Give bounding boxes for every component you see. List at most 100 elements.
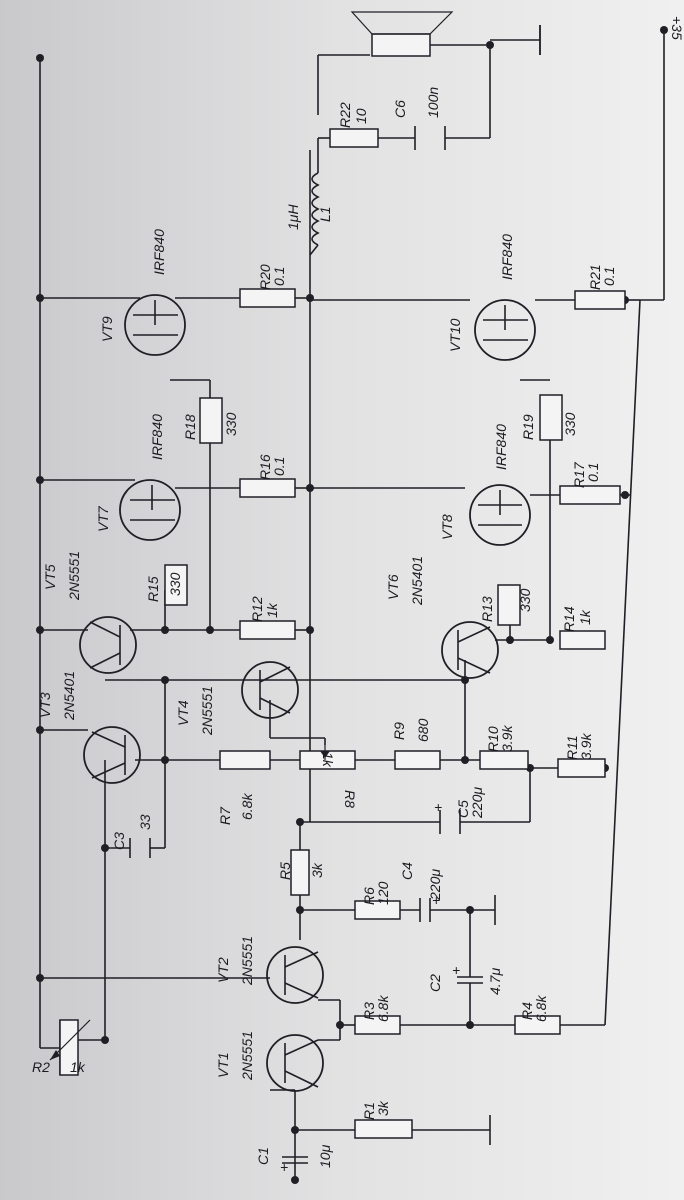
vt6-type: 2N5401 <box>409 556 425 606</box>
r11-value: 3.9k <box>578 733 594 760</box>
r21-value: 0.1 <box>601 267 617 286</box>
r17-ref: R17 <box>571 461 587 488</box>
capacitor-C3 <box>129 838 151 858</box>
c2-value: 4.7μ <box>487 968 503 995</box>
resistor-R18 <box>199 397 223 444</box>
vt5-type: 2N5551 <box>66 551 82 601</box>
r11-ref: R11 <box>564 735 580 760</box>
r13-ref: R13 <box>479 596 495 622</box>
c5-plus: + <box>434 799 442 815</box>
r14-value: 1k <box>577 609 593 625</box>
vt8-type: IRF840 <box>493 424 509 470</box>
r2-ref: R2 <box>32 1059 50 1075</box>
capacitor-C5 <box>439 810 461 834</box>
r22-value: 10 <box>353 108 369 124</box>
resistor-R4 <box>514 1015 561 1035</box>
vt3-type: 2N5401 <box>61 671 77 721</box>
c5-ref: C5 <box>455 800 471 818</box>
transistor-VT7 <box>119 479 181 541</box>
vt2-ref: VT2 <box>215 957 231 983</box>
c5-value: 220μ <box>469 787 485 819</box>
c2-ref: C2 <box>427 974 443 992</box>
vt4-type: 2N5551 <box>199 686 215 736</box>
transistor-VT3 <box>83 726 141 784</box>
c1-ref: C1 <box>255 1147 271 1165</box>
r9-value: 680 <box>415 718 431 742</box>
r13-value: 330 <box>517 588 533 612</box>
resistor-R17 <box>559 485 621 505</box>
transistor-VT9 <box>124 294 186 356</box>
c4-ref: C4 <box>399 862 415 880</box>
c6-value: 100n <box>425 87 441 118</box>
r2-value: 1k <box>70 1059 86 1075</box>
transistor-VT2 <box>266 946 324 1004</box>
r4-ref: R4 <box>519 1002 535 1020</box>
resistor-R9 <box>394 750 441 770</box>
r6-value: 120 <box>375 881 391 905</box>
l1-value: 1μH <box>285 204 301 230</box>
c1-plus: + <box>280 1159 288 1175</box>
vt7-type: IRF840 <box>149 414 165 460</box>
transistor-VT6 <box>441 621 499 679</box>
vt3-ref: VT3 <box>37 692 53 718</box>
capacitor-C2 <box>457 960 483 1000</box>
vt9-type: IRF840 <box>151 229 167 275</box>
r18-value: 330 <box>223 412 239 436</box>
resistor-R6 <box>354 900 401 920</box>
c4-value: 220μ <box>427 869 443 901</box>
r1-ref: R1 <box>361 1102 377 1120</box>
r15-ref: R15 <box>145 576 161 602</box>
transistor-VT8 <box>469 484 531 546</box>
resistor-R19 <box>539 394 563 441</box>
vt6-ref: VT6 <box>385 574 401 600</box>
r20-value: 0.1 <box>271 267 287 286</box>
resistor-R16 <box>239 478 296 498</box>
resistor-R20 <box>239 288 296 308</box>
r12-value: 1k <box>264 602 280 618</box>
transistor-symbols <box>79 294 536 1092</box>
r8-ref: R8 <box>342 790 358 808</box>
component-labels: VT1 2N5551 VT2 2N5551 VT3 2N5401 VT4 2N5… <box>32 87 617 1175</box>
r19-ref: R19 <box>520 414 536 440</box>
r19-value: 330 <box>562 412 578 436</box>
vt10-ref: VT10 <box>447 318 463 352</box>
transistor-VT5 <box>79 616 137 674</box>
inductor-L1 <box>309 138 320 256</box>
resistor-R10 <box>479 750 529 770</box>
vt1-ref: VT1 <box>215 1052 231 1078</box>
r22-ref: R22 <box>337 102 353 128</box>
speaker-icon <box>350 11 454 57</box>
r21-ref: R21 <box>587 264 603 290</box>
resistor-R13 <box>497 584 521 626</box>
r7-ref: R7 <box>217 806 233 825</box>
capacitor-C6 <box>414 126 446 150</box>
r17-value: 0.1 <box>585 463 601 482</box>
vt4-ref: VT4 <box>175 700 191 726</box>
r10-value: 3.9k <box>499 725 515 752</box>
transistor-VT10 <box>474 299 536 361</box>
c1-value: 10μ <box>317 1144 333 1168</box>
r14-ref: R14 <box>561 606 577 632</box>
r8-value: 1k <box>320 752 336 768</box>
resistor-R1 <box>354 1119 413 1139</box>
c2-plus: + <box>452 962 460 978</box>
resistor-R11 <box>557 758 606 778</box>
r3-ref: R3 <box>361 1002 377 1020</box>
r12-ref: R12 <box>249 596 265 622</box>
r16-value: 0.1 <box>271 457 287 476</box>
vt9-ref: VT9 <box>99 316 115 342</box>
r1-value: 3k <box>375 1100 391 1116</box>
capacitor-bodies <box>129 126 483 1164</box>
resistor-R12 <box>239 620 296 640</box>
vt8-ref: VT8 <box>439 514 455 540</box>
r9-ref: R9 <box>391 722 407 740</box>
vt1-type: 2N5551 <box>239 1031 255 1081</box>
resistor-R15 <box>164 564 188 606</box>
vt2-type: 2N5551 <box>239 936 255 986</box>
vt5-ref: VT5 <box>42 564 58 590</box>
resistor-R5 <box>290 849 310 896</box>
l1-ref: L1 <box>317 206 333 222</box>
resistor-R22 <box>329 128 379 148</box>
c6-ref: C6 <box>392 100 408 118</box>
